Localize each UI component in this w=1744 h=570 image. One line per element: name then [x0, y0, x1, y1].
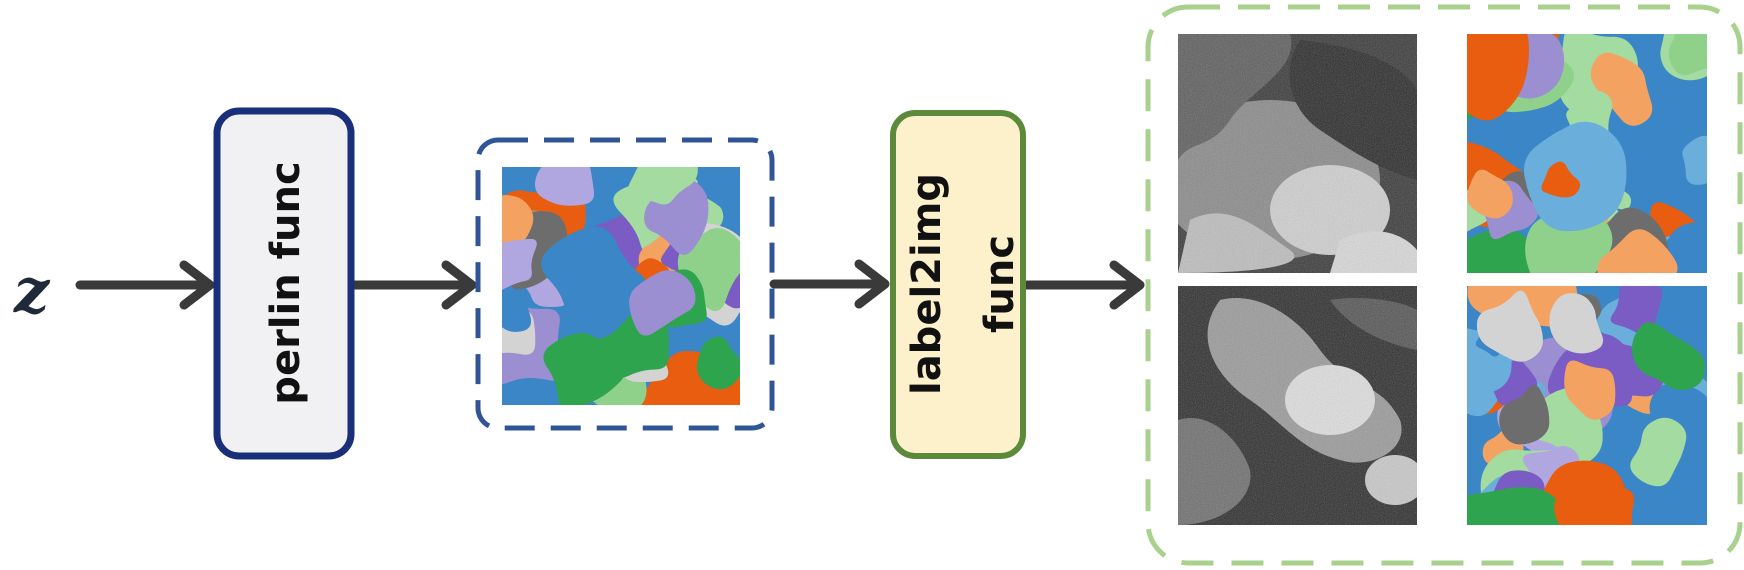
mask-region — [1476, 290, 1543, 362]
mask-region — [696, 167, 740, 226]
mask-region — [1549, 293, 1604, 354]
mask-region — [696, 336, 740, 390]
arrow-head — [1109, 260, 1145, 310]
mask-region — [1590, 52, 1653, 126]
mask-region — [1467, 169, 1513, 219]
mask-region — [1631, 322, 1705, 390]
mask-region — [1668, 34, 1707, 76]
mask-region — [1554, 480, 1634, 525]
arrow-head — [854, 259, 890, 309]
mask-region — [1467, 487, 1568, 525]
synthetic-gray-image-1 — [1178, 34, 1417, 273]
mask-region — [628, 167, 698, 205]
perlin-func-box: perlin func — [213, 107, 355, 460]
mask-region — [1597, 229, 1678, 273]
mask-region — [1499, 384, 1550, 445]
arrow-head — [441, 260, 477, 310]
mask-region — [1523, 121, 1627, 232]
output-label-mask-1 — [1467, 34, 1707, 273]
label-mask-image — [502, 167, 740, 405]
mask-region — [1467, 229, 1531, 273]
output-frame — [1145, 4, 1743, 566]
flow-arrows — [75, 259, 1145, 310]
mask-region — [502, 238, 537, 290]
mask-region — [502, 280, 531, 333]
input-z-symbol: z — [13, 254, 51, 327]
mask-region — [1564, 360, 1616, 420]
label2img-label-line1: label2img — [904, 173, 950, 395]
perlin-func-label: perlin func — [263, 161, 309, 404]
mask-region — [1467, 34, 1529, 121]
mask-region — [1610, 286, 1663, 334]
mask-region — [1630, 417, 1687, 487]
mask-region — [1682, 135, 1707, 185]
mask-region — [1541, 161, 1581, 198]
mask-region — [541, 226, 649, 340]
label2img-func-box: label2img func — [890, 110, 1026, 459]
label-mask-frame — [475, 137, 775, 431]
mask-region — [543, 333, 626, 405]
label2img-label-line2: func — [977, 235, 1023, 333]
output-label-mask-2 — [1467, 286, 1707, 525]
mask-region — [629, 270, 696, 336]
mask-region — [502, 195, 534, 253]
synthetic-gray-image-2 — [1178, 286, 1417, 525]
mask-region — [535, 167, 595, 206]
arrow-head — [179, 260, 215, 310]
